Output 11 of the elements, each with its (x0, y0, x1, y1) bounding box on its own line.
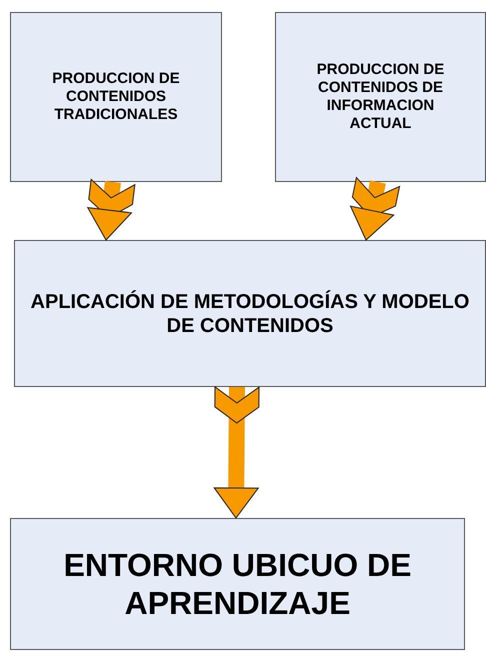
process-box (14, 240, 486, 387)
process-box (10, 518, 465, 650)
block-arrow (87, 178, 136, 240)
box-label: ENTORNO UBICUO DE APRENDIZAJE (62, 546, 412, 622)
box-label: PRODUCCION DE CONTENIDOS TRADICIONALES (51, 70, 181, 124)
process-box (275, 12, 486, 182)
box-label: APLICACIÓN DE METODOLOGÍAS Y MODELO DE CONTENIDOS (30, 290, 470, 338)
box-label: PRODUCCION DE CONTENIDOS DE INFORMACION ACTUAL (316, 61, 446, 133)
process-box (10, 12, 222, 182)
block-arrow (214, 386, 260, 518)
block-arrow (350, 177, 400, 240)
